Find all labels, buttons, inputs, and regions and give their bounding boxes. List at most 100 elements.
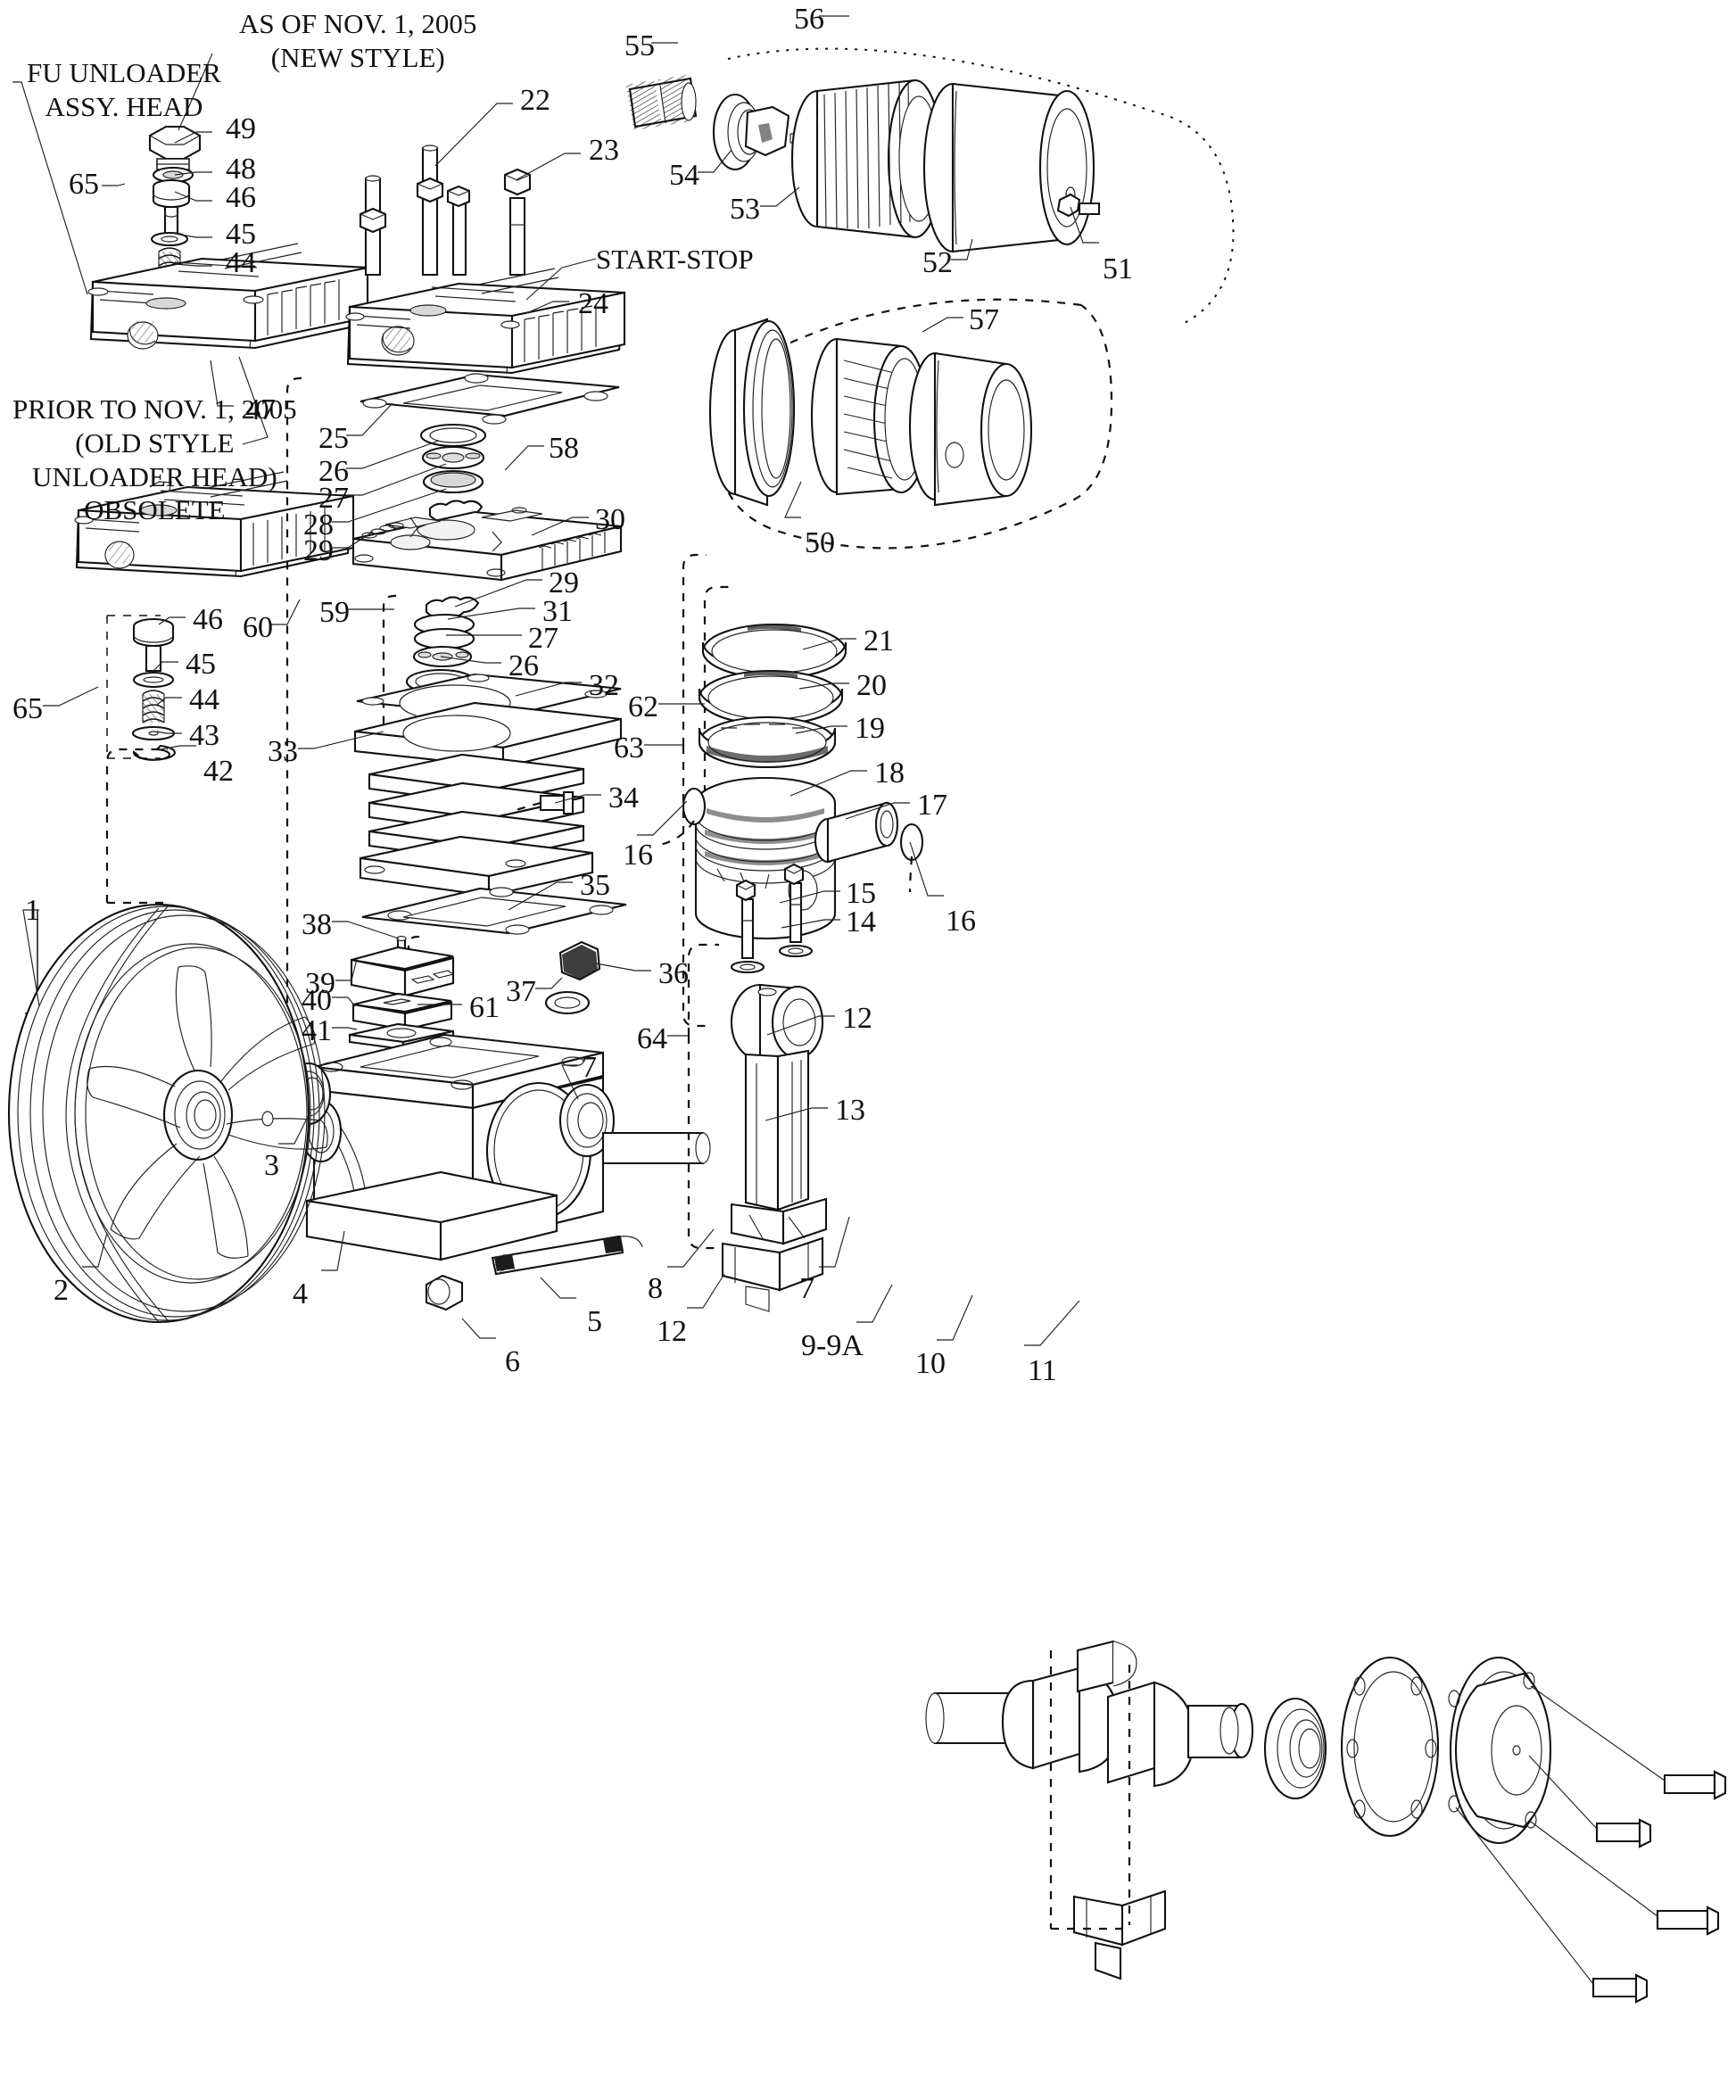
note-new-style-line: AS OF NOV. 1, 2005 [239,8,477,39]
leader-line-29 [454,579,542,608]
leader-line-16 [909,841,944,897]
leader-line-35 [508,881,573,911]
leader-line-65 [102,183,126,186]
leader-line-23 [515,153,581,181]
leader-line-52 [951,238,973,260]
note-start-stop-line: START-STOP [596,244,754,275]
leader-line-25 [346,402,393,436]
callout-number-55: 55 [624,29,655,62]
leader-line-21 [802,638,856,650]
leader-line-43 [156,731,182,734]
callout-number-53: 53 [730,193,760,226]
leader-line-51 [1070,206,1099,244]
callout-number-29: 29 [303,534,334,567]
callout-number-58: 58 [549,432,579,465]
note-obsolete-line: OBSOLETE [84,494,226,526]
leader-line-65 [43,686,99,707]
callout-number-13: 13 [835,1094,865,1127]
leader-line-38 [332,921,400,939]
callout-number-47: 47 [245,393,276,426]
leader-line-7 [819,1216,850,1268]
connecting-rod-group [687,863,828,1312]
note-fu-unloader-line: ASSY. HEAD [45,90,203,122]
leader-line-19 [795,725,847,734]
callout-number-62: 62 [628,690,658,723]
leader-line-13 [765,1107,828,1121]
leader-line-4 [321,1230,345,1271]
leader-line-54 [698,149,732,173]
leader-line-28 [332,488,447,523]
leader-line-16 [637,800,688,836]
leader-line-27 [346,463,447,496]
callout-number-34: 34 [608,781,639,814]
leader-line-57 [922,317,963,333]
leader-line-3 [278,1111,311,1145]
leader-line-60 [271,599,301,625]
callout-number-29: 29 [549,566,579,599]
callout-number-25: 25 [318,422,349,455]
leader-line-22 [434,103,513,167]
leader-line-15 [779,890,840,904]
breather-valve-group-61 [348,935,455,1051]
callout-number-33: 33 [268,735,298,768]
callout-number-15: 15 [846,877,876,910]
note-leader-2 [238,356,269,445]
leader-line-12 [687,1273,725,1309]
crankcase-group [285,1033,711,1311]
callout-number-10: 10 [915,1347,946,1380]
callout-number-36: 36 [658,957,689,990]
leader-line-48 [174,171,212,176]
air-filter-assembly-56 [625,47,1235,326]
callout-number-27: 27 [318,482,349,515]
callout-number-52: 52 [922,246,953,279]
leader-line-47 [210,360,234,407]
note-leader-1 [12,81,88,295]
callout-number-40: 40 [302,984,332,1017]
valve-plate-stack-group [285,373,623,1083]
note-new-style-line: (NEW STYLE) [270,41,445,73]
note-fu-unloader-line: FU UNLOADER [27,57,221,88]
callout-number-26: 26 [318,455,349,488]
callout-number-5: 5 [587,1305,602,1338]
callout-number-28: 28 [303,508,334,542]
callout-number-12: 12 [657,1315,687,1348]
callout-number-19: 19 [855,712,885,745]
callout-number-12: 12 [842,1002,872,1035]
unloader-head-old-style-group [74,471,355,578]
callout-number-1: 1 [25,894,40,927]
leader-line-10 [937,1294,973,1341]
callout-number-8: 8 [648,1272,663,1305]
callout-number-16: 16 [946,905,976,938]
callout-number-41: 41 [302,1014,332,1047]
callout-number-57: 57 [969,303,999,336]
note-obsolete-line: PRIOR TO NOV. 1, 2005 [12,393,297,425]
unloader-repair-kit-65-group [105,617,176,905]
note-obsolete-line: UNLOADER HEAD) [32,460,277,492]
callout-number-44: 44 [189,683,219,716]
leader-line-42 [160,745,196,750]
note-start-stop: START-STOP [596,243,754,277]
note-leader-0 [178,53,213,131]
callout-number-32: 32 [589,669,619,702]
crankshaft-group [544,940,1727,2004]
callout-number-49: 49 [226,112,256,145]
callout-number-27: 27 [528,622,558,655]
callout-number-44: 44 [226,246,256,279]
leader-line-53 [760,186,800,207]
leader-line-8 [667,1228,715,1268]
callout-number-65: 65 [12,692,43,725]
leader-line-1 [22,909,40,1007]
callout-number-14: 14 [846,905,876,938]
leader-line-31 [447,608,535,620]
leader-line-26 [440,656,501,664]
callout-number-17: 17 [917,789,947,822]
callout-number-38: 38 [302,908,332,941]
leader-line-18 [789,770,867,797]
leader-line-45 [153,661,178,672]
callout-number-7: 7 [799,1272,814,1305]
callout-number-45: 45 [226,218,256,251]
callout-number-24: 24 [578,287,608,320]
callout-number-26: 26 [508,649,539,682]
